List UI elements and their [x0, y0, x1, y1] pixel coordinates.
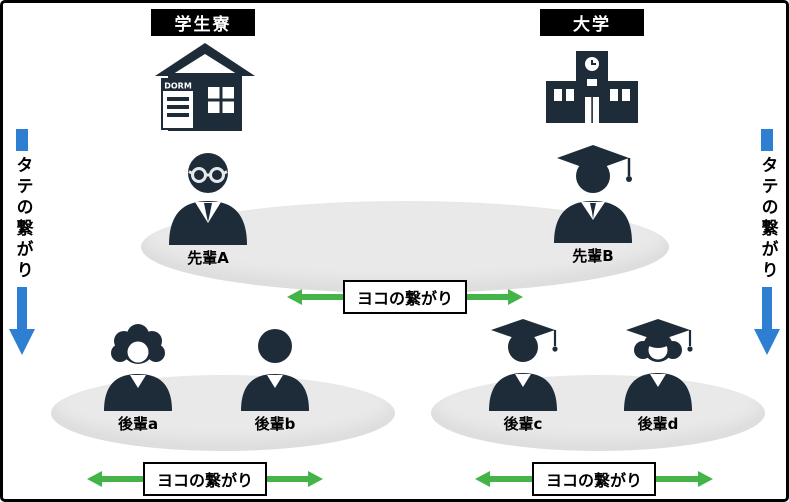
junior-a-figure: 後輩a	[98, 321, 178, 434]
university-title: 大学	[540, 9, 644, 36]
junior-b-icon	[241, 329, 309, 411]
junior-d-label: 後輩d	[637, 415, 679, 433]
down-arrow-icon	[754, 287, 780, 355]
junior-a-label: 後輩a	[117, 415, 159, 433]
horizontal-connection-label-seniors: ヨコの繋がり	[343, 280, 468, 314]
junior-c-label: 後輩c	[503, 415, 543, 433]
vertical-arrow-tail-icon	[761, 129, 773, 151]
senior-a-icon	[169, 153, 247, 245]
horizontal-connection-label-dorm-juniors: ヨコの繋がり	[143, 462, 268, 496]
senior-b-figure: 先輩B	[546, 143, 640, 266]
dorm-house-icon: DORM	[155, 43, 255, 131]
university-building-icon	[546, 51, 638, 123]
junior-d-icon	[624, 319, 693, 411]
vertical-connection-right: タテの繋がり	[752, 129, 782, 355]
junior-b-figure: 後輩b	[235, 321, 315, 434]
junior-right-group-ellipse	[431, 375, 765, 451]
senior-a-label: 先輩A	[187, 249, 229, 267]
junior-c-figure: 後輩c	[483, 317, 563, 434]
senior-a-figure: 先輩A	[161, 145, 255, 268]
junior-b-label: 後輩b	[254, 415, 296, 433]
senior-b-icon	[554, 145, 632, 243]
vertical-arrow-tail-icon	[16, 129, 28, 151]
dorm-title: 学生寮	[151, 9, 255, 36]
junior-c-icon	[489, 319, 558, 411]
junior-left-group-ellipse	[51, 375, 395, 451]
dorm-sign-text: DORM	[164, 82, 192, 91]
senior-b-label: 先輩B	[572, 247, 614, 265]
junior-d-figure: 後輩d	[618, 317, 698, 434]
vertical-connection-label: タテの繋がり	[12, 156, 33, 282]
vertical-connection-label: タテの繋がり	[757, 156, 778, 282]
junior-a-icon	[104, 324, 172, 411]
vertical-connection-left: タテの繋がり	[7, 129, 37, 355]
down-arrow-icon	[9, 287, 35, 355]
horizontal-connection-label-university-juniors: ヨコの繋がり	[532, 462, 657, 496]
